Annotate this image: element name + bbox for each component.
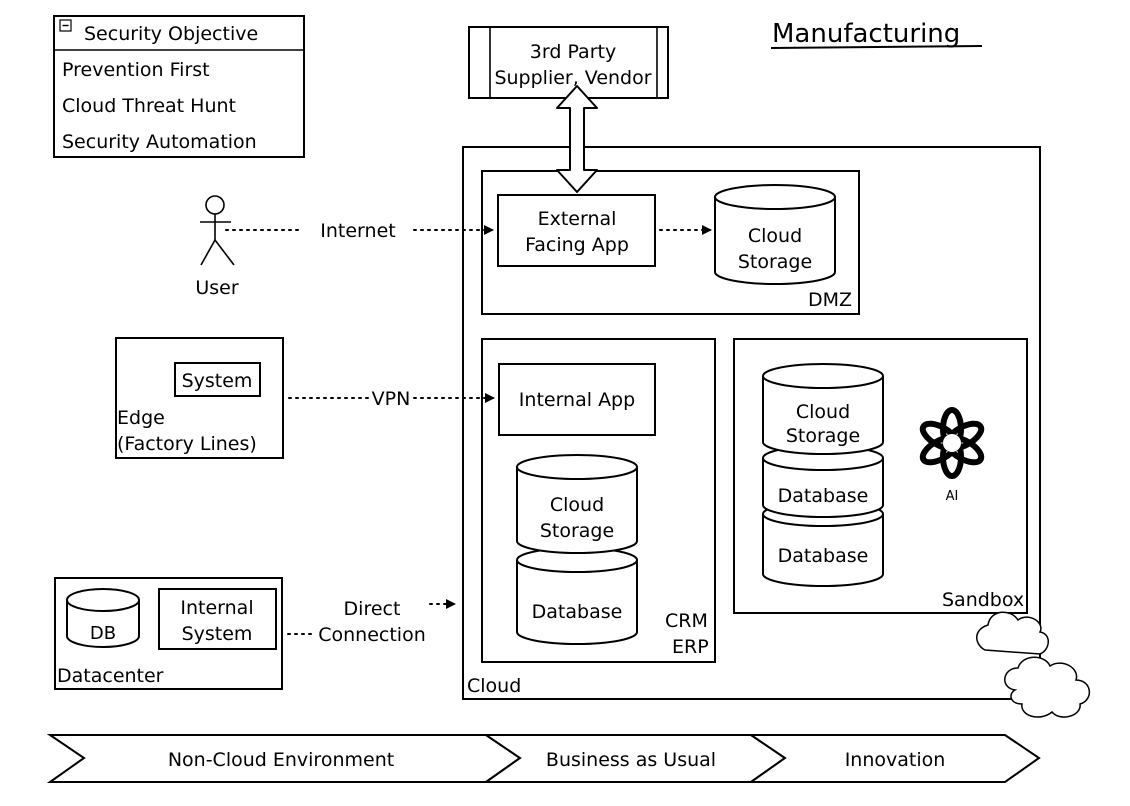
erp-label: ERP bbox=[672, 636, 709, 658]
dmz-storage-line1: Cloud bbox=[748, 225, 802, 247]
ai-label: AI bbox=[946, 489, 959, 504]
title-underline bbox=[770, 45, 983, 49]
legend-item-threat-hunt: Cloud Threat Hunt bbox=[62, 95, 236, 117]
edge-system-label: System bbox=[182, 370, 253, 392]
edge-factory-node: System Edge (Factory Lines) bbox=[115, 337, 284, 459]
third-party-line1: 3rd Party bbox=[530, 41, 616, 63]
internal-app-label: Internal App bbox=[519, 389, 635, 411]
internal-system-line1: Internal bbox=[180, 597, 253, 619]
datacenter-label: Datacenter bbox=[57, 665, 164, 687]
minus-box-icon[interactable] bbox=[59, 19, 72, 32]
dmz-storage-line2: Storage bbox=[738, 251, 812, 273]
crm-storage-line1: Cloud bbox=[550, 494, 604, 516]
openai-logo-icon bbox=[919, 407, 985, 479]
cloud-icon bbox=[976, 611, 1090, 718]
sandbox-zone: Sandbox Database Database Cloud Storage … bbox=[733, 338, 1028, 614]
third-party-supplier-node: 3rd Party Supplier, Vendor bbox=[468, 26, 669, 99]
datacenter-db-label: DB bbox=[90, 623, 116, 644]
legend-item-prevention: Prevention First bbox=[62, 59, 210, 81]
sandbox-database1-label: Database bbox=[778, 485, 869, 507]
dmz-label: DMZ bbox=[808, 289, 852, 311]
dmz-cloud-storage: Cloud Storage bbox=[714, 184, 836, 285]
phase-innovation-label: Innovation bbox=[845, 749, 946, 771]
sandbox-database-1: Database bbox=[762, 445, 884, 518]
crm-erp-zone: CRM ERP Internal App Database Cloud Stor… bbox=[481, 338, 716, 663]
stick-figure-icon bbox=[200, 195, 235, 266]
legend-heading: Security Objective bbox=[84, 23, 258, 45]
internal-system-line2: System bbox=[182, 623, 253, 645]
external-app-line1: External bbox=[538, 208, 617, 230]
edge-sublabel: (Factory Lines) bbox=[117, 433, 257, 455]
security-objective-legend: Security Objective Prevention First Clou… bbox=[53, 15, 305, 158]
phase-non-cloud-label: Non-Cloud Environment bbox=[168, 749, 394, 771]
sandbox-storage-line2: Storage bbox=[786, 425, 860, 447]
edge-label: Edge bbox=[117, 407, 165, 429]
page-title: Manufacturing bbox=[772, 19, 960, 49]
phase-business-label: Business as Usual bbox=[546, 749, 716, 771]
crm-database-label: Database bbox=[532, 601, 623, 623]
direct-label-line1: Direct bbox=[344, 598, 401, 620]
dmz-zone: DMZ External Facing App Cloud Storage bbox=[481, 170, 860, 315]
supplier-double-arrow bbox=[556, 85, 598, 193]
vpn-label: VPN bbox=[372, 388, 411, 410]
sandbox-database2-label: Database bbox=[778, 545, 869, 567]
user-label: User bbox=[195, 277, 238, 299]
phase-chevrons: Non-Cloud Environment Business as Usual … bbox=[46, 734, 1041, 783]
crm-storage-line2: Storage bbox=[540, 520, 614, 542]
internet-label: Internet bbox=[320, 220, 395, 242]
sandbox-cloud-storage: Cloud Storage bbox=[762, 363, 884, 455]
sandbox-storage-line1: Cloud bbox=[796, 401, 850, 423]
third-party-line2: Supplier, Vendor bbox=[494, 67, 651, 89]
crm-label: CRM bbox=[665, 610, 708, 632]
datacenter-internal-system: Internal System bbox=[158, 588, 277, 650]
datacenter-db: DB bbox=[66, 588, 140, 648]
crm-database: Database bbox=[516, 547, 638, 645]
sandbox-label: Sandbox bbox=[942, 589, 1024, 611]
external-app-line2: Facing App bbox=[525, 234, 629, 256]
direct-label-line2: Connection bbox=[318, 624, 426, 646]
datacenter-node: DB Internal System Datacenter bbox=[54, 577, 283, 690]
crm-cloud-storage: Cloud Storage bbox=[516, 454, 638, 554]
legend-item-automation: Security Automation bbox=[62, 131, 257, 153]
phase-innovation bbox=[747, 734, 1041, 783]
external-facing-app: External Facing App bbox=[497, 194, 656, 267]
internal-app: Internal App bbox=[498, 363, 656, 436]
cloud-label: Cloud bbox=[467, 675, 521, 697]
